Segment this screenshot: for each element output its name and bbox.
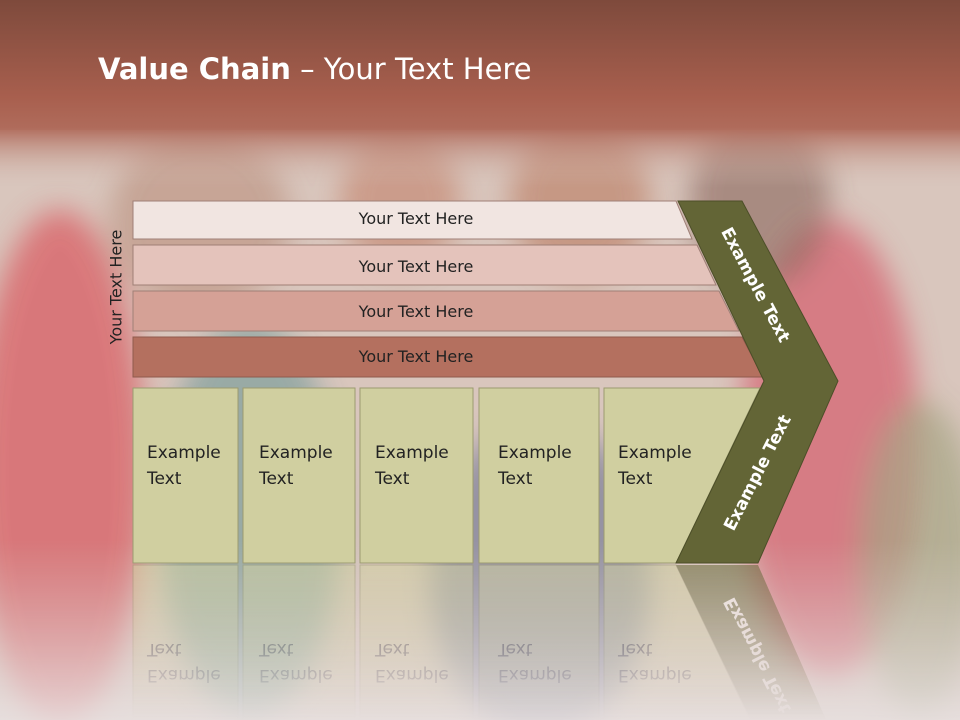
title-bold: Value Chain [98,52,291,86]
box-1-line2: Text [146,469,182,489]
box-4-line2: Text [497,469,533,489]
box-1-line1: Example [147,443,221,463]
box-4-line1: Example [498,443,572,463]
bar-label-3: Your Text Here [358,302,474,321]
box-2 [242,387,356,564]
box-5-line2: Text [617,469,653,489]
page-title: Value Chain – Your Text Here [98,52,532,86]
box-2-line2: Text [258,469,294,489]
title-rest: – Your Text Here [290,52,532,86]
box-3 [359,387,474,564]
bar-label-1: Your Text Here [358,209,474,228]
box-4 [478,387,600,564]
chevron-arrow [675,200,839,564]
box-5-line1: Example [618,443,692,463]
box-1 [132,387,239,564]
bar-2 [132,244,717,286]
box-3-line1: Example [375,443,449,463]
bar-label-2: Your Text Here [358,257,474,276]
bar-1 [132,200,693,240]
bar-3 [132,290,740,332]
bar-label-4: Your Text Here [358,347,474,366]
box-2-line1: Example [259,443,333,463]
box-3-line2: Text [374,469,410,489]
